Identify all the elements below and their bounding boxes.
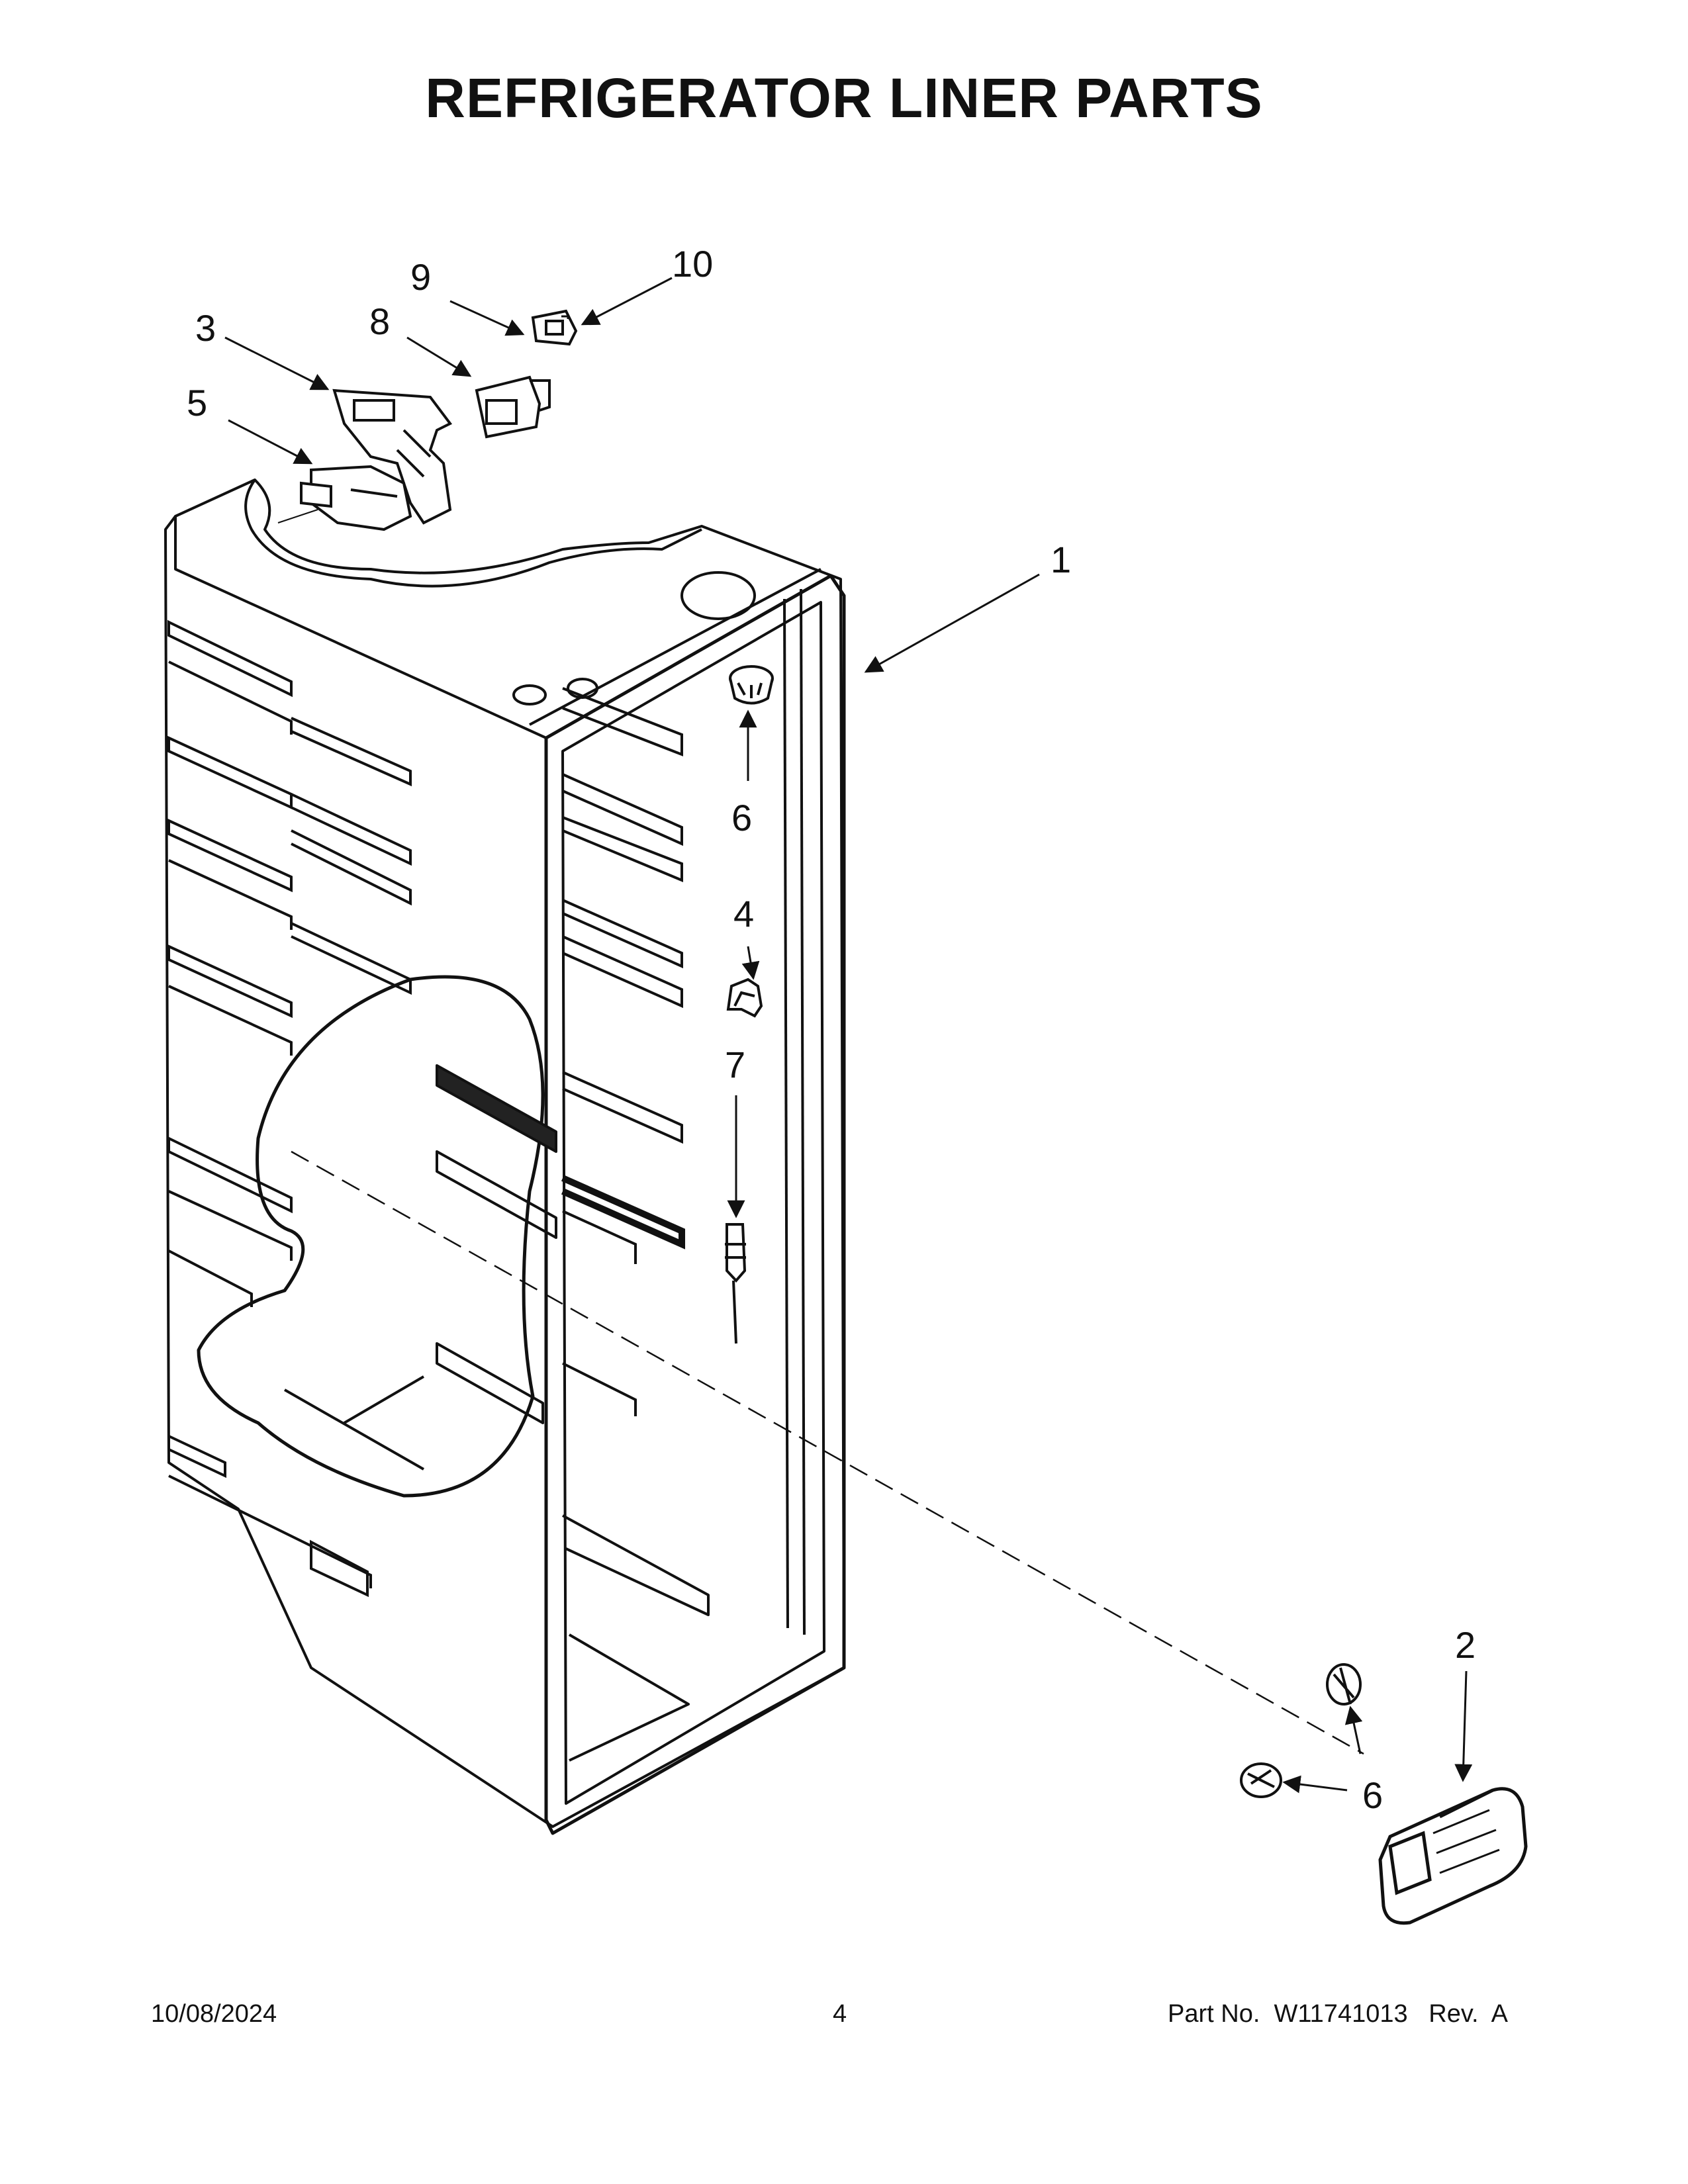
refrigerator-liner xyxy=(164,478,846,1835)
part-6-cap-right xyxy=(1326,1663,1362,1706)
part-6-cap-left xyxy=(1240,1762,1282,1798)
leader-arrows xyxy=(224,277,1473,1794)
callout-4: 4 xyxy=(733,893,754,934)
part-6-cap-upper xyxy=(729,665,774,705)
footer-date: 10/08/2024 xyxy=(151,2000,277,2028)
callout-2: 2 xyxy=(1455,1624,1476,1666)
part-9-clip xyxy=(531,309,578,346)
footer-part-number: Part No. W11741013 Rev. A xyxy=(1168,2000,1508,2028)
footer-page-number: 4 xyxy=(833,2000,847,2028)
callout-10: 10 xyxy=(672,243,713,285)
callout-7: 7 xyxy=(725,1044,745,1085)
callout-5: 5 xyxy=(187,382,207,424)
part-8-bracket xyxy=(475,375,551,439)
callout-9: 9 xyxy=(410,256,431,298)
right-wall-shelf-rails xyxy=(561,687,685,1416)
part-4-small-clip xyxy=(726,978,763,1018)
callout-6b: 6 xyxy=(1362,1774,1383,1816)
callout-6a: 6 xyxy=(731,797,752,839)
assembly-dashed-line xyxy=(291,1150,1364,1755)
callout-3: 3 xyxy=(195,307,216,349)
left-wall-shelf-rails xyxy=(167,619,412,1598)
part-5-housing-cover xyxy=(277,465,412,531)
part-7-sensor-probe xyxy=(725,1223,747,1344)
part-10-wire-clip xyxy=(561,315,569,319)
callout-8: 8 xyxy=(369,300,390,342)
callout-1: 1 xyxy=(1051,539,1071,580)
part-3-control-housing xyxy=(332,388,453,525)
page-title: REFRIGERATOR LINER PARTS xyxy=(425,67,1263,129)
part-2-lamp-housing xyxy=(1378,1787,1528,1925)
